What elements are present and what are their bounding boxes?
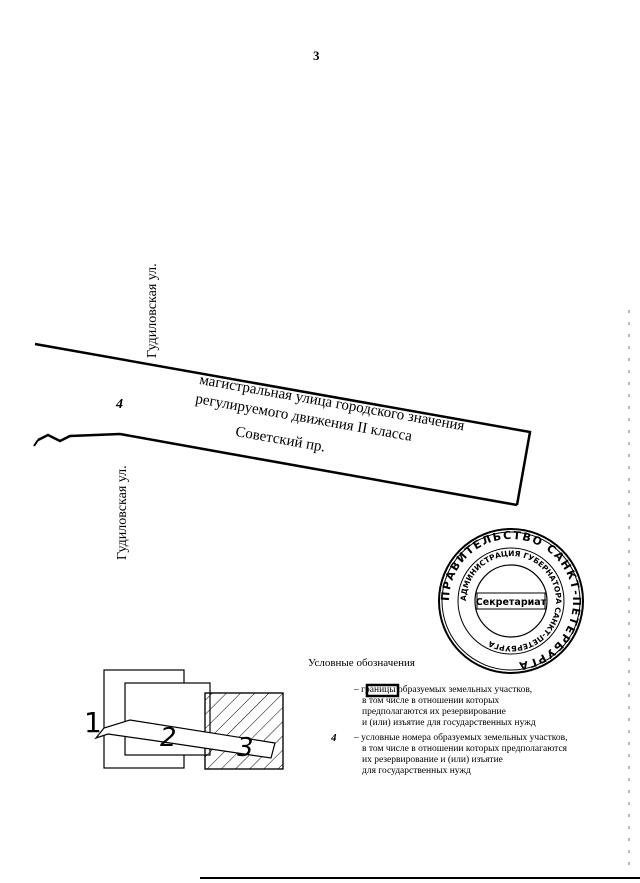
scan-edge-marks bbox=[628, 310, 630, 870]
legend-item1-line: – границы образуемых земельных участков, bbox=[354, 685, 533, 695]
legend-item1-line: предполагаются их резервирование bbox=[362, 707, 506, 717]
road-end-tick bbox=[33, 439, 39, 447]
parcel-number-label: 4 bbox=[116, 397, 123, 412]
svg-text:Секретариат: Секретариат bbox=[476, 597, 547, 608]
legend-item-boundaries: – границы образуемых земельных участков,… bbox=[354, 685, 536, 729]
scan-bottom-edge bbox=[200, 877, 640, 879]
page-number: 3 bbox=[313, 48, 320, 63]
inset-overview-map bbox=[94, 669, 284, 770]
road-boundary-top bbox=[34, 342, 532, 506]
legend-boundary-symbol bbox=[365, 683, 400, 698]
legend-item1-line: в том числе в отношении которых bbox=[362, 696, 500, 706]
legend-item1-line: и (или) изъятие для государственных нужд bbox=[362, 718, 536, 728]
inset-label-2: 2 bbox=[160, 723, 177, 753]
inset-label-1: 1 bbox=[84, 706, 102, 739]
legend-title: Условные обозначения bbox=[308, 657, 415, 669]
legend-item2-line: их резервирование и (или) изъятие bbox=[362, 755, 503, 765]
legend-number-symbol: 4 bbox=[331, 732, 337, 744]
legend-item2-line: для государственных нужд bbox=[362, 766, 471, 776]
legend-item2-line: в том числе в отношении которых предпола… bbox=[362, 744, 568, 754]
official-seal-stamp: ПРАВИТЕЛЬСТВО САНКТ-ПЕТЕРБУРГА АДМИНИСТР… bbox=[438, 528, 584, 674]
street-name-gudilovskaya-top: Гудиловская ул. bbox=[145, 263, 160, 358]
inset-label-3: 3 bbox=[237, 733, 254, 763]
road-boundary-bottom bbox=[37, 432, 518, 507]
legend-item-numbers: – условные номера образуемых земельных у… bbox=[354, 733, 568, 777]
street-name-gudilovskaya-bottom: Гудиловская ул. bbox=[115, 465, 130, 560]
legend-item2-line: – условные номера образуемых земельных у… bbox=[354, 733, 568, 743]
inset-road bbox=[94, 719, 276, 759]
